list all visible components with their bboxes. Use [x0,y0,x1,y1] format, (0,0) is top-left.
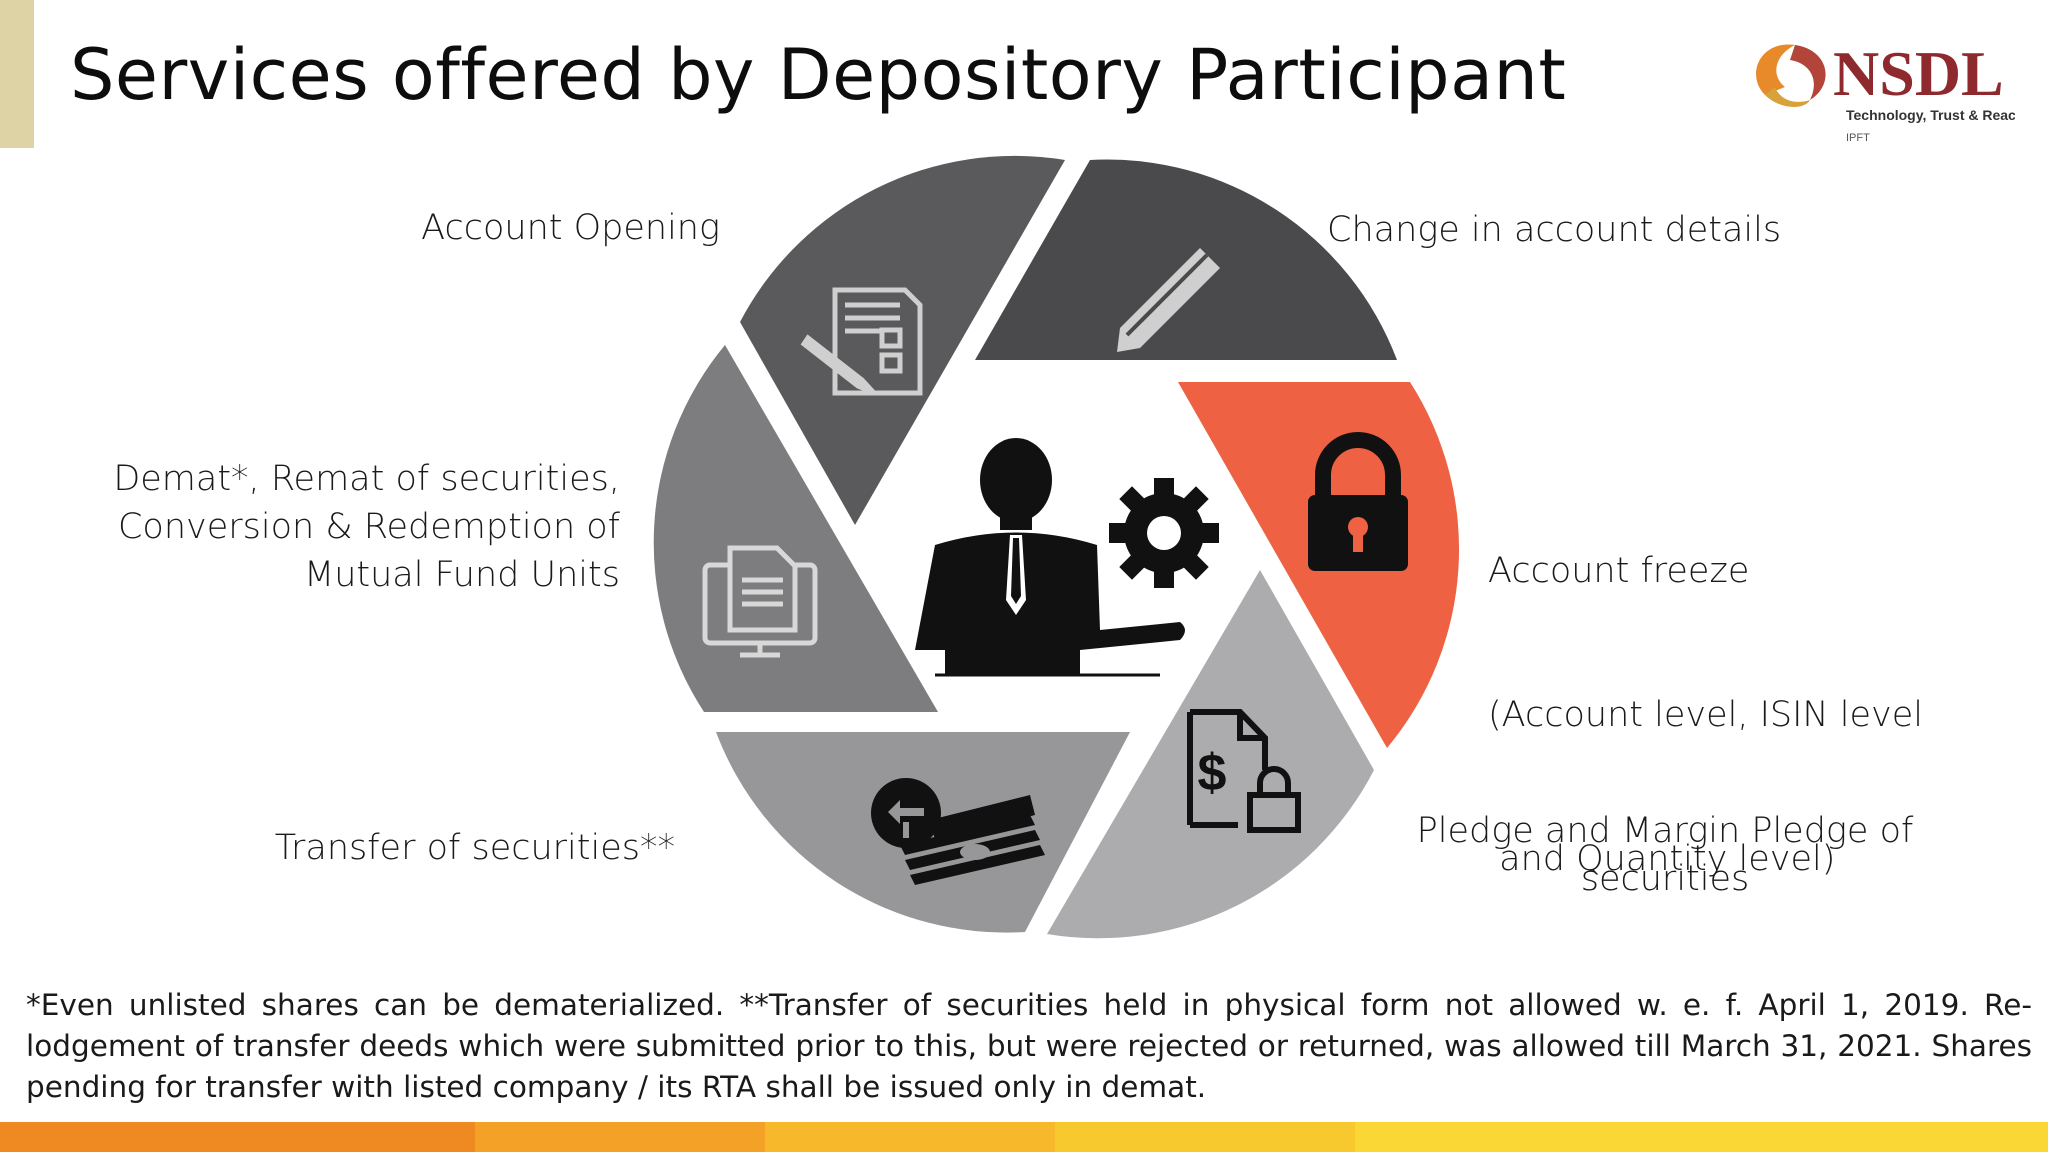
footer-segment [765,1122,1055,1152]
pencil-icon [1117,248,1220,352]
footer-segment [475,1122,765,1152]
title-accent-bar [0,0,34,148]
footnote: *Even unlisted shares can be demateriali… [26,988,2032,1104]
cash-transfer-icon [871,778,1045,885]
lock-icon [1308,432,1408,571]
logo-sub: IPFT [1846,132,1870,144]
businessman-gear-icon [915,438,1219,677]
label-pledge: Pledge and Margin Pledge of securities [1416,811,1914,899]
footer-segment [1055,1122,1355,1152]
logo-tagline: Technology, Trust & Reach [1846,107,2015,123]
footer-segment [1355,1122,2048,1152]
svg-text:$: $ [1198,744,1227,802]
nsdl-logo: NSDL Technology, Trust & Reach IPFT [1756,38,2015,144]
segment-change-details [975,159,1397,360]
segment-demat [653,345,938,712]
document-monitor-icon [702,545,818,658]
footer-color-bar [0,1122,2048,1152]
document-dollar-lock-icon: $ [1187,709,1301,833]
form-pencil-icon [800,287,923,396]
label-change-details: Change in account details [1327,210,1782,250]
label-account-freeze: Account freeze (Account level, ISIN leve… [1488,551,1923,879]
label-transfer: Transfer of securities** [274,828,675,868]
footer-segment [0,1122,475,1152]
label-demat: Demat*, Remat of securities, Conversion … [113,459,620,595]
logo-name: NSDL [1833,38,2004,109]
segment-pledge [1047,570,1374,939]
nsdl-emblem-icon [1756,44,1826,107]
page-title: Services offered by Depository Participa… [70,34,1567,116]
label-account-opening: Account Opening [421,208,720,248]
